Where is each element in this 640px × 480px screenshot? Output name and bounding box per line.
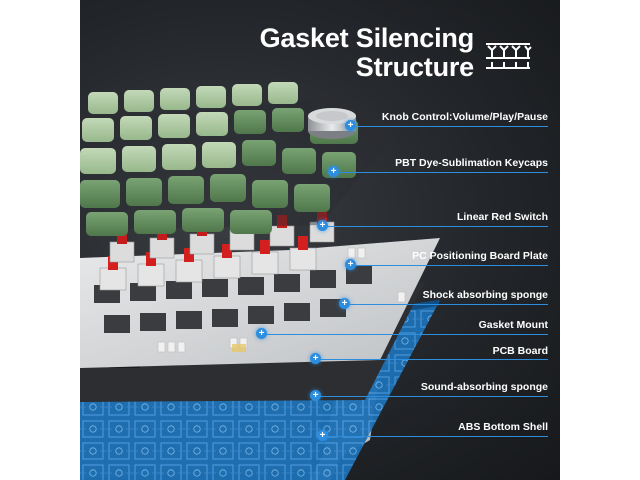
callout-label-plate: PC Positioning Board Plate (412, 250, 548, 262)
callout-label-knob: Knob Control:Volume/Play/Pause (381, 111, 548, 123)
plus-marker-icon: + (256, 328, 267, 339)
callout-line-shock-sponge (345, 304, 548, 305)
plus-marker-icon: + (310, 353, 321, 364)
callout-line-sound-sponge (316, 396, 548, 397)
callout-line-shell (323, 436, 548, 437)
plus-marker-icon: + (345, 120, 356, 131)
callout-label-shell: ABS Bottom Shell (458, 421, 548, 433)
callout-label-keycaps: PBT Dye-Sublimation Keycaps (395, 157, 548, 169)
title-line-1: Gasket Silencing (259, 23, 475, 53)
title-line-2: Structure (355, 52, 474, 82)
product-graphic: Gasket Silencing Structure + Knob Contro… (80, 0, 560, 480)
callout-line-gasket (262, 334, 548, 335)
callout-label-sound-sponge: Sound-absorbing sponge (420, 381, 548, 393)
callout-label-pcb: PCB Board (492, 345, 548, 357)
callout-line-keycaps (334, 172, 548, 173)
keyboard-exploded-illustration (80, 82, 440, 480)
callout-line-switch (323, 226, 548, 227)
page-title: Gasket Silencing Structure (259, 23, 475, 82)
plus-marker-icon: + (317, 430, 328, 441)
callout-line-plate (351, 265, 548, 266)
plus-marker-icon: + (317, 220, 328, 231)
plus-marker-icon: + (345, 259, 356, 270)
plus-marker-icon: + (339, 298, 350, 309)
gasket-spring-icon (486, 43, 532, 69)
callout-label-shock-sponge: Shock absorbing sponge (422, 289, 548, 301)
plus-marker-icon: + (328, 166, 339, 177)
callout-label-gasket: Gasket Mount (478, 319, 548, 331)
plus-marker-icon: + (310, 390, 321, 401)
callout-line-knob (351, 126, 548, 127)
callout-line-pcb (316, 359, 548, 360)
callout-label-switch: Linear Red Switch (456, 211, 548, 223)
